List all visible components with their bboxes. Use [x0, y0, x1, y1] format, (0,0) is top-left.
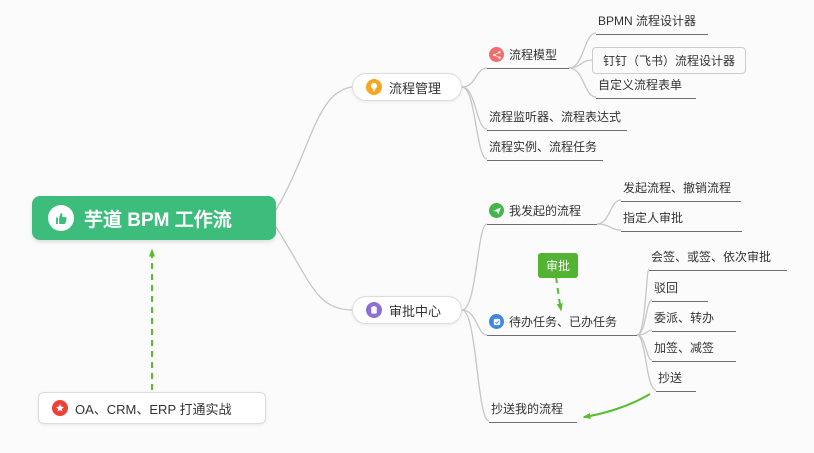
- branch-process-management-label: 流程管理: [389, 80, 442, 96]
- node-process-model-label: 流程模型: [509, 48, 558, 62]
- central-topic[interactable]: 芋道 BPM 工作流: [32, 196, 276, 240]
- branch-process-management[interactable]: 流程管理: [352, 73, 462, 101]
- central-topic-label: 芋道 BPM 工作流: [84, 209, 232, 231]
- thumbs-up-icon: [48, 205, 74, 231]
- node-bpmn-designer[interactable]: BPMN 流程设计器: [596, 10, 708, 35]
- approval-tag-label: 审批: [546, 259, 571, 273]
- node-add-remove-sign[interactable]: 加签、减签: [652, 337, 736, 362]
- branch-approval-center-label: 审批中心: [389, 303, 442, 319]
- node-todo-done-label: 待办任务、已办任务: [509, 315, 618, 329]
- node-initiate-cancel-label: 发起流程、撤销流程: [623, 181, 732, 195]
- node-countersign-label: 会签、或签、依次审批: [651, 250, 772, 264]
- node-cc-label: 抄送: [658, 371, 683, 385]
- node-todo-done[interactable]: 待办任务、已办任务: [487, 311, 637, 336]
- node-listener-expression[interactable]: 流程监听器、流程表达式: [487, 106, 628, 131]
- node-custom-form[interactable]: 自定义流程表单: [596, 74, 696, 99]
- node-my-initiated-label: 我发起的流程: [509, 204, 582, 218]
- node-initiate-cancel[interactable]: 发起流程、撤销流程: [621, 177, 741, 202]
- node-instance-task-label: 流程实例、流程任务: [489, 140, 598, 154]
- node-listener-expression-label: 流程监听器、流程表达式: [489, 110, 622, 124]
- branch-approval-center[interactable]: 审批中心: [352, 296, 462, 324]
- node-oa-crm-erp-practice[interactable]: OA、CRM、ERP 打通实战: [38, 392, 266, 424]
- node-cc-my-process-label: 抄送我的流程: [491, 402, 564, 416]
- send-icon: [489, 203, 504, 218]
- node-cc-my-process[interactable]: 抄送我的流程: [489, 398, 577, 423]
- star-icon: [52, 400, 68, 416]
- check-square-icon: [489, 314, 504, 329]
- bulb-icon: [366, 79, 382, 95]
- node-cc[interactable]: 抄送: [656, 367, 696, 392]
- node-my-initiated[interactable]: 我发起的流程: [487, 200, 597, 225]
- node-assignee-approval[interactable]: 指定人审批: [621, 207, 742, 232]
- node-delegate-transfer-label: 委派、转办: [654, 311, 715, 325]
- node-bpmn-designer-label: BPMN 流程设计器: [598, 14, 697, 28]
- approval-tag[interactable]: 审批: [538, 253, 579, 278]
- flow-nodes-icon: [489, 47, 504, 62]
- node-oa-crm-erp-practice-label: OA、CRM、ERP 打通实战: [75, 401, 232, 417]
- clipboard-icon: [366, 302, 382, 318]
- node-dingtalk-designer-label: 钉钉（飞书）流程设计器: [603, 54, 736, 68]
- node-process-model[interactable]: 流程模型: [487, 44, 569, 69]
- cc-to-ccmy-arrow: [582, 393, 651, 419]
- node-custom-form-label: 自定义流程表单: [598, 78, 683, 92]
- node-dingtalk-designer[interactable]: 钉钉（飞书）流程设计器: [592, 47, 747, 74]
- node-reject[interactable]: 驳回: [652, 277, 708, 302]
- node-instance-task[interactable]: 流程实例、流程任务: [487, 136, 604, 161]
- approval-tag-arrow: [555, 276, 563, 312]
- node-delegate-transfer[interactable]: 委派、转办: [652, 307, 736, 332]
- node-reject-label: 驳回: [654, 281, 679, 295]
- node-countersign[interactable]: 会签、或签、依次审批: [649, 246, 787, 271]
- node-add-remove-sign-label: 加签、减签: [654, 341, 715, 355]
- node-assignee-approval-label: 指定人审批: [623, 211, 684, 225]
